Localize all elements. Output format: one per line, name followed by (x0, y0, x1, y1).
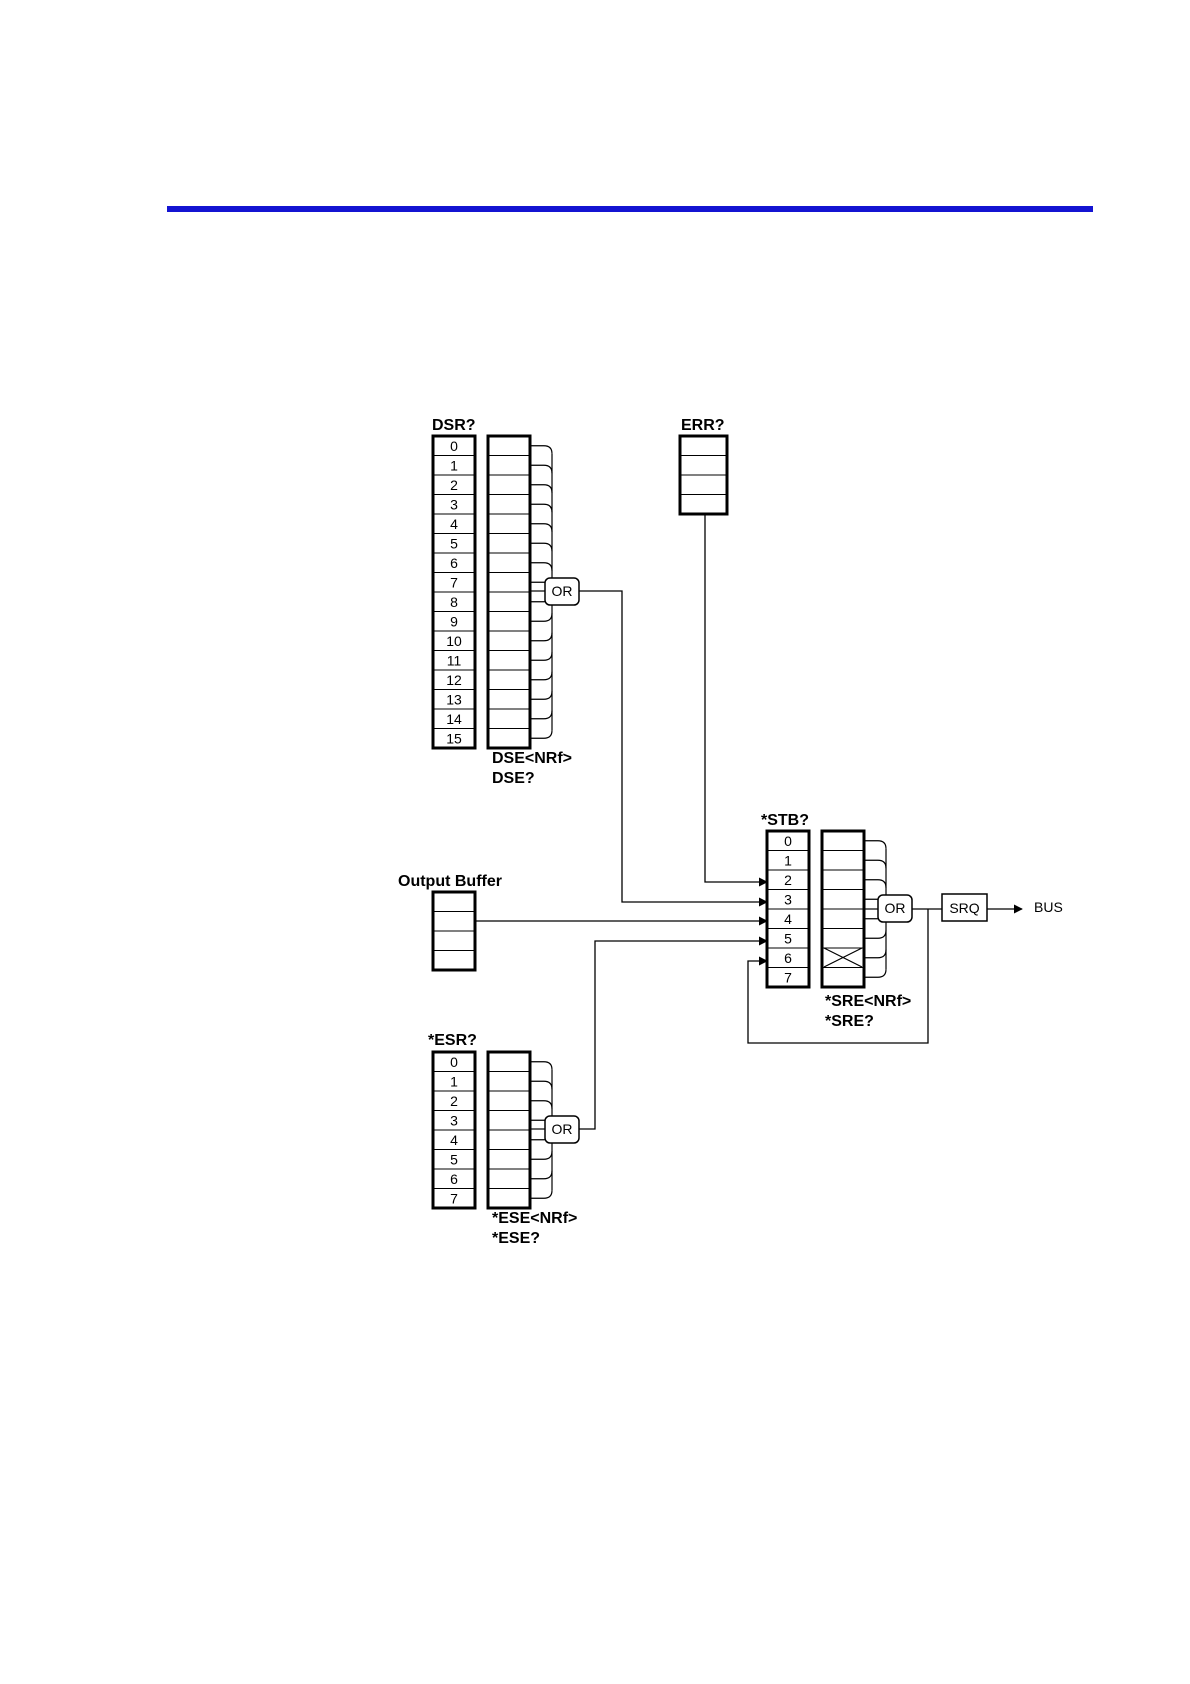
fan-in-line (530, 711, 552, 719)
dsr-enable-register (488, 436, 530, 748)
fan-in-line (530, 613, 552, 621)
dse-set-label: DSE<NRf> (492, 750, 572, 767)
bit-label: 11 (447, 652, 462, 668)
fan-in-line (530, 1081, 552, 1089)
bit-label: 7 (450, 1190, 458, 1206)
ese-query-label: *ESE? (492, 1230, 540, 1247)
bit-label: 1 (450, 457, 458, 473)
dsr-title: DSR? (432, 417, 476, 434)
err-title: ERR? (681, 417, 725, 434)
bit-label: 6 (450, 555, 458, 571)
bit-label: 2 (450, 477, 458, 493)
bit-label: 0 (450, 1054, 458, 1070)
output-buffer (433, 892, 475, 970)
fan-in-line (530, 524, 552, 532)
fan-in-line (864, 930, 886, 938)
bit-label: 10 (446, 633, 462, 649)
dsr-summary-line (579, 591, 767, 902)
ese-set-label: *ESE<NRf> (492, 1210, 577, 1227)
bit-label: 14 (446, 711, 462, 727)
bit-label: 3 (784, 891, 792, 907)
fan-in-line (530, 691, 552, 699)
dse-query-label: DSE? (492, 770, 535, 787)
fan-in-line (530, 485, 552, 493)
stb-or-gate: OR (878, 895, 912, 922)
error-queue (680, 436, 727, 514)
bit-label: 2 (450, 1093, 458, 1109)
fan-in-line (530, 1151, 552, 1159)
bit-label: 1 (784, 852, 792, 868)
bit-label: 3 (450, 1112, 458, 1128)
bit-label: 6 (784, 950, 792, 966)
fan-in-line (864, 950, 886, 958)
bit-label: 4 (450, 1132, 458, 1148)
fan-in-line (864, 841, 886, 849)
fan-in-line (864, 880, 886, 888)
fan-in-line (864, 860, 886, 868)
bit-label: 5 (450, 535, 458, 551)
svg-text:OR: OR (552, 1121, 573, 1137)
fan-in-line (530, 1062, 552, 1070)
fan-in-line (530, 652, 552, 660)
esr-or-gate: OR (545, 1116, 579, 1143)
fan-in-line (530, 1190, 552, 1198)
stb-register: 0 1 2 3 4 5 6 7 (767, 831, 809, 987)
bit-label: 15 (446, 730, 462, 746)
esr-title: *ESR? (428, 1032, 477, 1049)
sre-set-label: *SRE<NRf> (825, 993, 911, 1010)
fan-in-line (530, 465, 552, 473)
bit-label: 9 (450, 613, 458, 629)
fan-in-line (530, 446, 552, 454)
bit-label: 6 (450, 1171, 458, 1187)
bit-label: 0 (450, 438, 458, 454)
svg-text:OR: OR (552, 583, 573, 599)
stb-title: *STB? (761, 812, 809, 829)
bus-label: BUS (1034, 899, 1063, 915)
sre-query-label: *SRE? (825, 1013, 874, 1030)
ese-enable-register (488, 1052, 530, 1208)
bit-label: 4 (450, 516, 458, 532)
err-summary-line (705, 514, 767, 882)
bit-label: 0 (784, 833, 792, 849)
bit-label: 1 (450, 1073, 458, 1089)
output-buffer-title: Output Buffer (398, 873, 502, 890)
svg-text:OR: OR (885, 900, 906, 916)
bit-label: 3 (450, 496, 458, 512)
bit-label: 13 (446, 691, 462, 707)
fan-in-line (530, 633, 552, 641)
bit-label: 5 (784, 930, 792, 946)
sre-enable-register (822, 831, 864, 987)
fan-in-line (864, 969, 886, 977)
esr-summary-line (579, 941, 767, 1129)
svg-text:SRQ: SRQ (949, 900, 979, 916)
dsr-or-gate: OR (545, 578, 579, 605)
bit-label: 2 (784, 872, 792, 888)
srq-box: SRQ (942, 894, 987, 921)
fan-in-line (530, 504, 552, 512)
bit-label: 7 (450, 574, 458, 590)
fan-in-line (530, 563, 552, 571)
esr-event-register: 0 1 2 3 4 5 6 7 (433, 1052, 475, 1208)
bit-label: 8 (450, 594, 458, 610)
fan-in-line (530, 543, 552, 551)
fan-in-line (530, 672, 552, 680)
bit-label: 4 (784, 911, 792, 927)
bit-label: 7 (784, 969, 792, 985)
fan-in-line (530, 730, 552, 738)
bit-label: 12 (446, 672, 462, 688)
bit-label: 5 (450, 1151, 458, 1167)
fan-in-line (530, 1171, 552, 1179)
fan-in-line (530, 1101, 552, 1109)
